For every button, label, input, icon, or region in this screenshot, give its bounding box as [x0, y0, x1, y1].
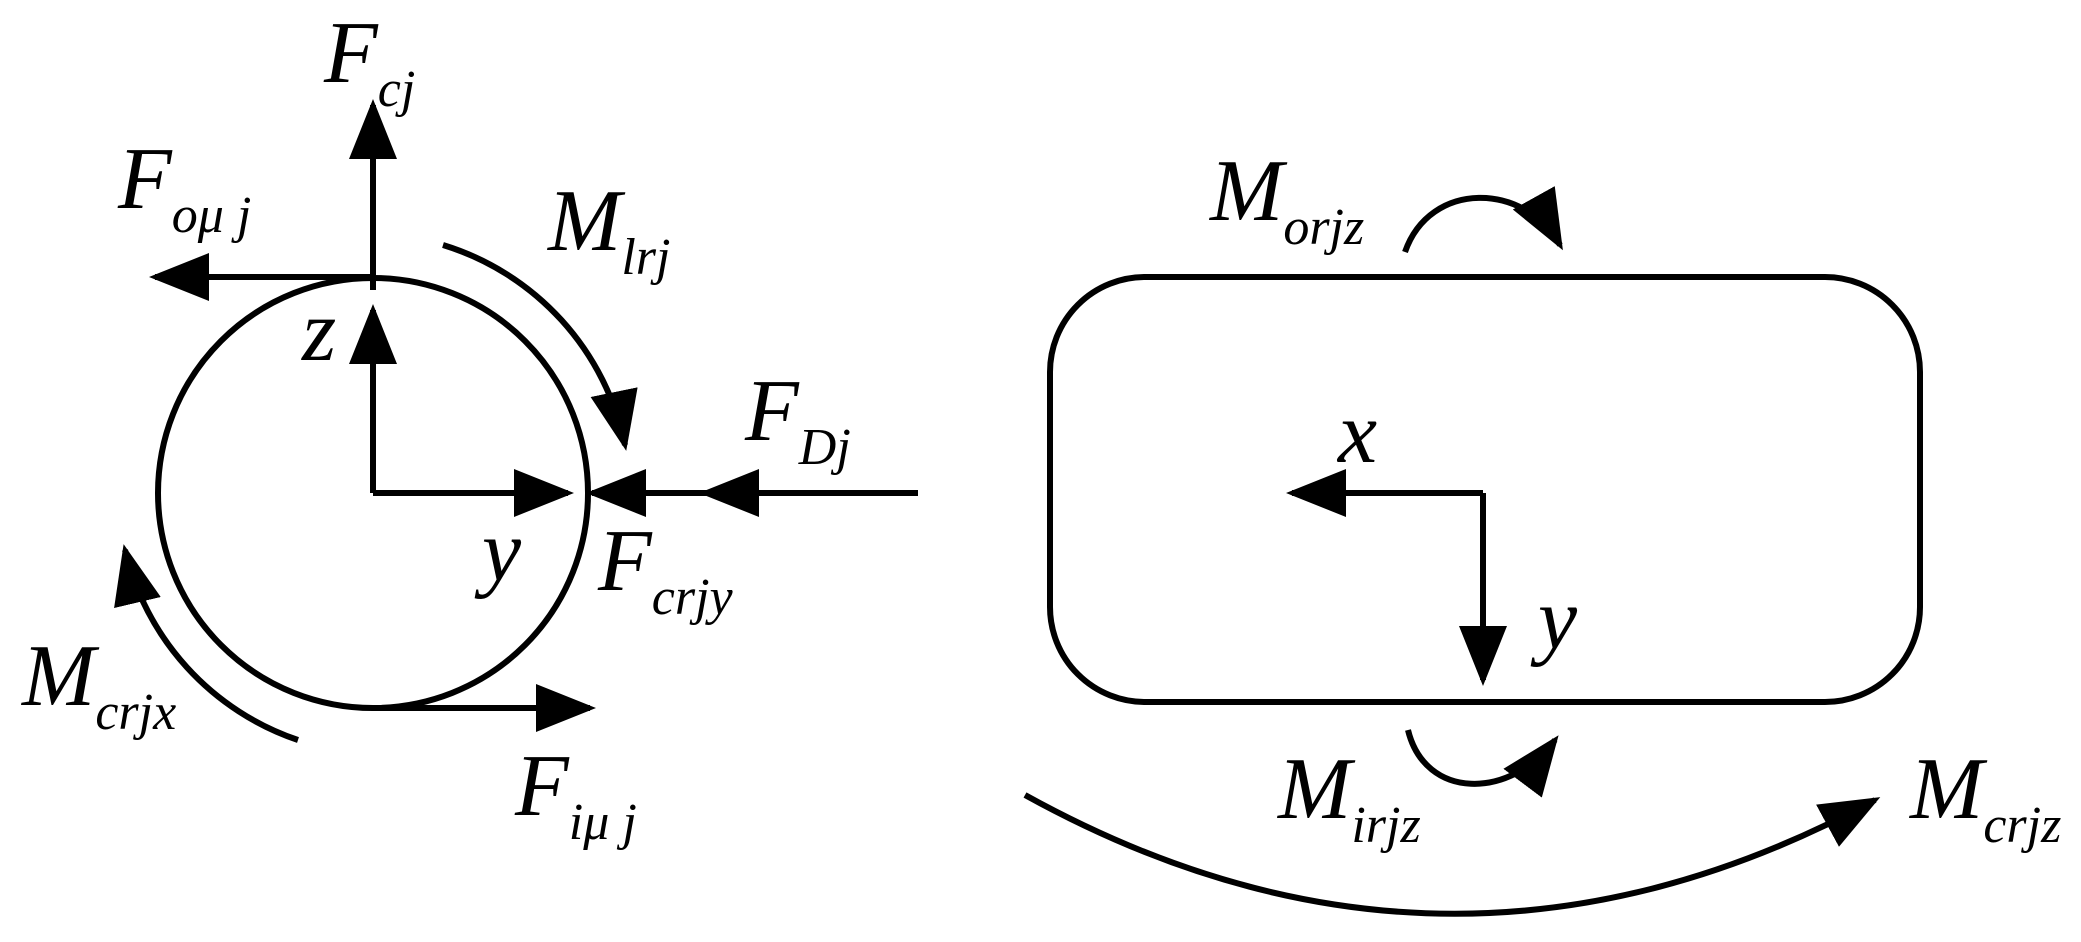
moment-morjz-arc — [1402, 186, 1563, 253]
moment-mlrj-arc — [442, 242, 638, 451]
contact-patch-rect — [1047, 274, 1923, 705]
wheel-cross-section: z y Fcj Foμ j Mlrj FDj Fcrjy Mcrjx Fiμ j — [20, 5, 918, 851]
moment-mcrjx-arc — [114, 544, 299, 743]
track-plan-view: x y Morjz Mirjz Mcrjz — [1023, 143, 2061, 917]
label-fomuj: Foμ j — [117, 131, 251, 244]
label-morjz: Morjz — [1208, 143, 1364, 256]
label-mcrjz: Mcrjz — [1908, 741, 2061, 854]
label-axis-x: x — [1336, 385, 1377, 482]
label-mcrjx: Mcrjx — [20, 628, 176, 741]
label-mlrj: Mlrj — [546, 173, 670, 286]
label-fdj: FDj — [744, 363, 851, 476]
label-mirjz: Mirjz — [1276, 741, 1421, 854]
moment-mirjz-arc — [1405, 729, 1559, 798]
moment-mcrjz-arc — [1023, 792, 1881, 917]
label-fcrjy: Fcrjy — [597, 513, 734, 626]
label-axis-y-right: y — [1530, 571, 1578, 668]
label-fimuj: Fiμ j — [514, 738, 637, 851]
label-axis-y: y — [474, 503, 522, 600]
label-fcj: Fcj — [323, 5, 415, 118]
label-axis-z: z — [301, 283, 336, 380]
